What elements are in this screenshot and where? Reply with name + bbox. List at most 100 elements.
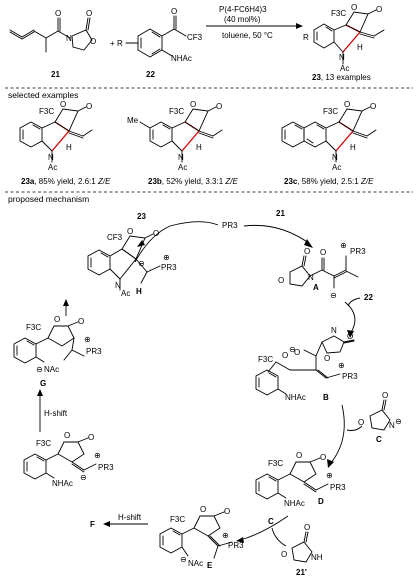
m21p-nh: NH (311, 553, 323, 562)
mech-label-d: D (318, 497, 324, 506)
arrowhead-f-g (37, 389, 43, 396)
arrow-product-release (134, 221, 219, 263)
arrow-b-to-d (329, 404, 345, 465)
mg-minus: ⊖ (36, 365, 43, 374)
label-21: 21 (51, 70, 60, 79)
ma-minus: ⊖ (330, 291, 337, 300)
ex-a-o2: O (86, 102, 92, 111)
atom-n-21: N (66, 34, 72, 43)
mech-byproduct-c (369, 399, 391, 431)
ex-b-h: H (196, 143, 202, 152)
atom-cf3-22: CF3 (187, 33, 203, 42)
ex-c-n: N (332, 153, 338, 162)
mg-nac: NAc (44, 365, 59, 374)
mf-pr3: PR3 (98, 463, 114, 472)
ex-b-me: Me (127, 116, 139, 125)
example-23b-caption: 23b, 52% yield, 3.3:1 Z/E (148, 177, 239, 186)
example-23c-structure (281, 106, 377, 163)
mf-plus: ⊕ (94, 451, 101, 460)
plus-sign: + (110, 39, 115, 48)
mc-o: O (382, 391, 388, 400)
atom-n-23: N (339, 53, 345, 62)
mg-plus: ⊕ (84, 335, 91, 344)
atom-o-23b: O (376, 5, 382, 14)
ex-c-o2: O (370, 102, 376, 111)
example-23b-structure (139, 106, 223, 163)
atom-nhac-22: NHAc (171, 54, 192, 63)
mz-minus: ⊖ (138, 259, 145, 268)
mz-ac: Ac (121, 289, 130, 298)
arrowhead-g-top (63, 299, 69, 306)
atom-r-23: R (303, 33, 309, 42)
ex-b-n: N (178, 153, 184, 162)
example-23a-structure (19, 106, 93, 163)
mg-cf3: F3C (26, 323, 41, 332)
label-22: 22 (146, 70, 155, 79)
m21p-o2: O (281, 550, 287, 559)
scope-text: , 13 examples (321, 73, 371, 82)
atom-o-21b: O (86, 9, 92, 18)
mb-pr3: PR3 (342, 372, 358, 381)
me-nac: NAc (188, 559, 203, 568)
ex-c-o1: O (344, 100, 350, 109)
ex-a-h: H (66, 143, 72, 152)
mf-minus: ⊖ (80, 473, 87, 482)
mz-o2: O (153, 229, 159, 238)
label-23: 23 (312, 73, 321, 82)
mg-o: O (54, 315, 60, 324)
reagent-21-structure (9, 17, 93, 53)
catalyst-loading: (40 mol%) (224, 15, 261, 24)
mz-cf3: CF3 (107, 233, 123, 242)
mech-label-21: 21 (276, 209, 285, 218)
md-o: O (296, 451, 302, 460)
mz-pr3: PR3 (161, 263, 177, 272)
mech-label-g: G (40, 379, 46, 388)
ex-b-ac: Ac (178, 163, 187, 172)
me-cf3: F3C (170, 515, 185, 524)
mb-nhac: NHAc (285, 393, 306, 402)
me-o: O (200, 505, 206, 514)
ex-b-o2: O (216, 102, 222, 111)
reaction-conditions: toluene, 50 °C (222, 31, 273, 40)
md-plus: ⊕ (326, 471, 333, 480)
mc-o2: O (358, 418, 364, 427)
atom-cf3-23: F3C (331, 9, 346, 18)
arrowhead-catalyst (304, 239, 313, 248)
mb-o3: O (294, 348, 300, 357)
ma-pr3: PR3 (350, 247, 366, 256)
ex-c-cf3: F3C (323, 107, 338, 116)
arrow-a-to-b (344, 301, 356, 335)
atom-h-23: H (357, 43, 363, 52)
mf-cf3: F3C (36, 439, 51, 448)
ex-c-h: H (350, 143, 356, 152)
ma-o: O (278, 276, 284, 285)
ex-b-cf3: F3C (169, 107, 184, 116)
mz-o: O (127, 227, 133, 236)
mech-intermediate-g (13, 321, 85, 364)
arrowhead-d-e (236, 537, 244, 543)
m21p-o: O (304, 523, 310, 532)
product-caption: 23, 13 examples (312, 73, 371, 82)
mech-label-23: 23 (137, 212, 146, 221)
ma-n: N (308, 273, 314, 282)
mb-o2: O (324, 354, 330, 363)
atom-r: R (117, 39, 123, 48)
mf-o: O (64, 431, 70, 440)
md-nhac: NHAc (284, 499, 305, 508)
mech-label-e: E (207, 561, 213, 570)
mech-label-21p: 21' (296, 568, 307, 577)
mb-plus: ⊕ (338, 361, 345, 370)
atom-o-22: O (171, 7, 177, 16)
mech-intermediate-d (255, 457, 329, 500)
ma-o3: O (320, 248, 326, 257)
atom-o-21a: O (55, 9, 61, 18)
me-minus: ⊖ (180, 555, 187, 564)
mg-o2: O (78, 317, 84, 326)
section-mechanism: proposed mechanism (8, 194, 89, 204)
section-selected: selected examples (8, 90, 78, 100)
mg-pr3: PR3 (86, 347, 102, 356)
mech-label-22: 22 (364, 293, 373, 302)
arrow-22-in (347, 297, 361, 307)
